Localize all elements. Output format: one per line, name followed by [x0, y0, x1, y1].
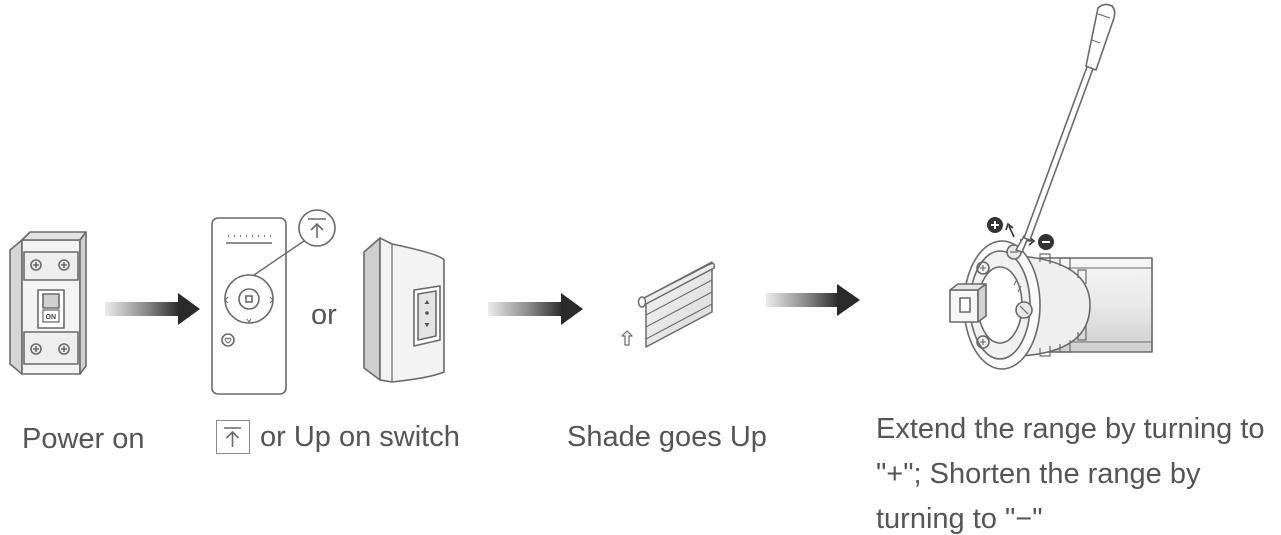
flow-arrow-2	[488, 293, 583, 325]
circuit-breaker-icon	[9, 231, 87, 375]
step-caption-adjust: Extend the range by turning to "+"; Shor…	[876, 413, 1265, 535]
flow-arrow-3	[766, 284, 860, 316]
or-label: or	[311, 299, 337, 331]
minus-marker-icon	[1038, 234, 1054, 250]
flow-arrow-1	[105, 293, 200, 325]
up-key-icon	[216, 420, 250, 454]
step-caption-remote: or Up on switch	[216, 420, 460, 454]
step-caption-shade: Shade goes Up	[567, 421, 767, 453]
plus-marker-icon	[987, 217, 1003, 233]
screwdriver-icon	[1015, 3, 1116, 253]
tubular-motor-icon	[949, 240, 1153, 370]
step-caption-remote-text: or Up on switch	[260, 420, 460, 453]
step-caption-power: Power on	[22, 423, 145, 455]
roller-shade-icon	[621, 261, 716, 348]
breaker-on-label: ON	[46, 314, 57, 321]
wall-switch-icon	[363, 237, 445, 383]
up-key-icon	[308, 218, 326, 238]
